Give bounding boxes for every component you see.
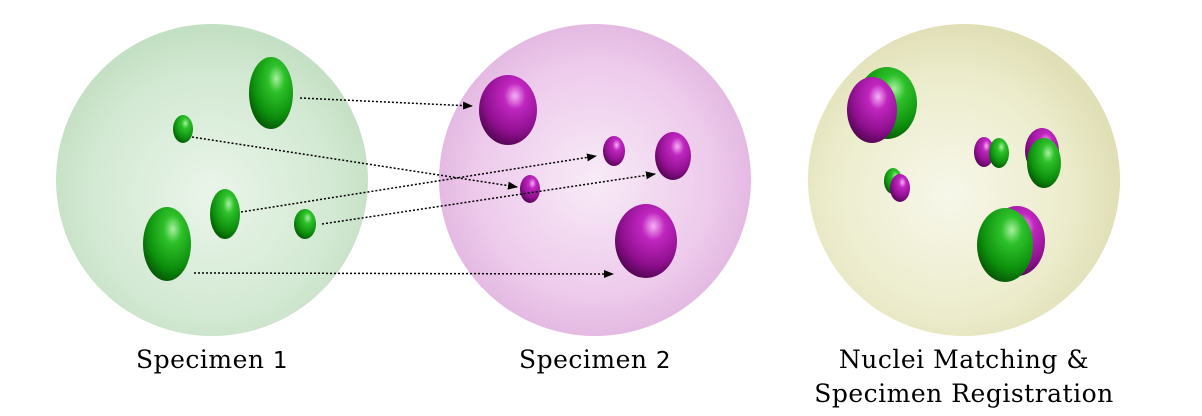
nucleus-green: [989, 138, 1009, 168]
registration-label-line2: Specimen Registration: [814, 379, 1114, 408]
registration-label: Nuclei Matching & Specimen Registration: [789, 343, 1139, 411]
nucleus-magenta: [890, 174, 910, 202]
nucleus: [173, 115, 193, 143]
specimen-1-label: Specimen 1: [112, 343, 312, 378]
nucleus-green: [977, 208, 1033, 282]
registration-label-line1: Nuclei Matching &: [838, 345, 1090, 374]
match-arrow: [191, 136, 518, 190]
specimen-1-sphere: [56, 24, 368, 336]
specimen-2-label: Specimen 2: [495, 343, 695, 378]
nucleus: [210, 189, 240, 239]
specimen-2-number: 2: [655, 348, 672, 374]
nucleus: [249, 57, 293, 129]
nucleus-magenta: [847, 77, 897, 143]
matching-arrows: [191, 97, 656, 278]
specimen-2-label-text: Specimen: [518, 345, 648, 374]
nucleus: [479, 75, 537, 145]
nucleus: [143, 207, 191, 281]
specimen-2-sphere: [439, 24, 751, 336]
specimen-1-number: 1: [272, 348, 289, 374]
specimen-1-label-text: Specimen: [135, 345, 265, 374]
match-arrow: [321, 171, 656, 225]
nucleus-green: [1027, 138, 1061, 188]
registration-sphere: [808, 24, 1120, 336]
nucleus-magenta: [974, 137, 994, 167]
nucleus: [615, 204, 677, 278]
match-arrow: [193, 269, 614, 278]
nucleus: [603, 136, 625, 166]
nucleus: [520, 175, 540, 203]
nucleus: [655, 132, 691, 180]
match-arrow: [299, 97, 473, 110]
nucleus: [294, 209, 316, 239]
